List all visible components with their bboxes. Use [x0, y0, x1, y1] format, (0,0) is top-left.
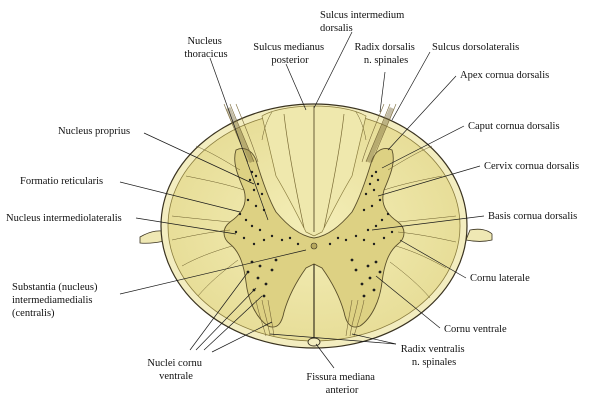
left-ventral-root [255, 299, 275, 337]
label-sulcus-dorsolateralis: Sulcus dorsolateralis [432, 42, 519, 53]
right-dorsal-root [361, 103, 397, 164]
left-dorsal-root [223, 103, 259, 164]
label-sulcus-intermedium-dorsalis: Sulcus intermedium dorsalis [320, 10, 407, 34]
white-matter-fibres [171, 111, 457, 299]
label-substantia-intermediomedialis: Substantia (nucleus) intermediamedialis … [12, 282, 100, 319]
label-formatio-reticularis: Formatio reticularis [20, 176, 103, 187]
grey-matter [223, 148, 405, 328]
label-apex-cornua-dorsalis: Apex cornua dorsalis [460, 70, 549, 81]
label-cervix-cornua-dorsalis: Cervix cornua dorsalis [484, 161, 579, 172]
label-radix-dorsalis: Radix dorsalis n. spinales [355, 42, 418, 66]
label-nucleus-proprius: Nucleus proprius [58, 126, 130, 137]
label-nuclei-cornu-ventrale: Nuclei cornu ventrale [147, 358, 204, 382]
labels: Sulcus intermedium dorsalis Nucleus thor… [6, 10, 579, 396]
label-nucleus-thoracicus: Nucleus thoracicus [184, 36, 227, 60]
label-caput-cornua-dorsalis: Caput cornua dorsalis [468, 121, 560, 132]
label-basis-cornua-dorsalis: Basis cornua dorsalis [488, 211, 577, 222]
leader-lines [119, 31, 485, 369]
label-cornu-laterale: Cornu laterale [470, 273, 530, 284]
right-ventral-root [345, 299, 365, 337]
right-grey-nuclei-dots [328, 170, 394, 298]
right-intermediate-septum [323, 113, 345, 229]
anterior-spinal-vessel [307, 337, 321, 347]
label-cornu-ventrale: Cornu ventrale [444, 324, 507, 335]
label-sulcus-medianus-posterior: Sulcus medianus posterior [253, 42, 327, 66]
left-intermediate-septum [283, 113, 305, 229]
label-fissura-mediana-anterior: Fissura mediana anterior [306, 372, 377, 396]
label-nucleus-intermediolateralis: Nucleus intermediolateralis [6, 213, 122, 224]
label-radix-ventralis: Radix ventralis n. spinales [401, 344, 468, 368]
left-grey-nuclei-dots [234, 170, 300, 298]
right-denticulate-ligament [465, 228, 493, 242]
central-canal [310, 242, 318, 250]
